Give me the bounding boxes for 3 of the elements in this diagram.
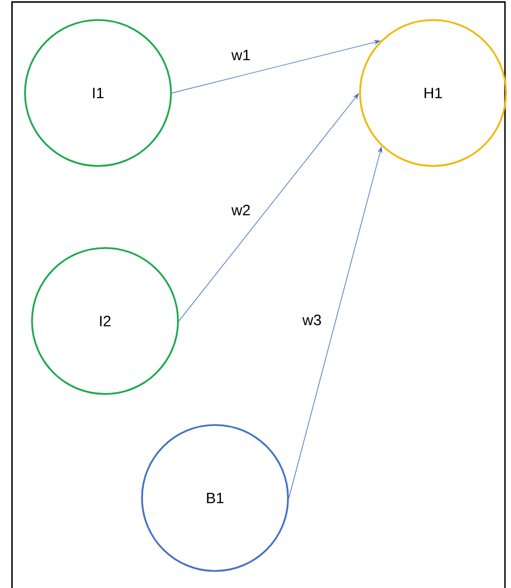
edge-label: w3: [301, 314, 323, 326]
edge-label: w1: [230, 48, 252, 62]
edge-label: w2: [230, 204, 252, 216]
